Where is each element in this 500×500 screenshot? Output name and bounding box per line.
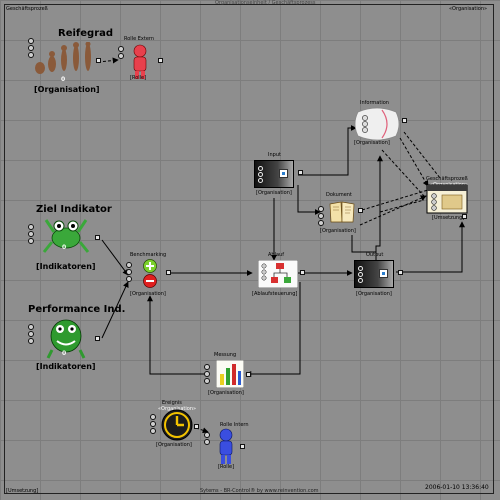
book-icon [329, 201, 355, 223]
ziel-port[interactable] [95, 235, 100, 240]
benchmarking-stereotype: [Organisation] [130, 291, 166, 297]
link-output-gp [396, 221, 465, 273]
ziel-indikator-title: Ziel Indikator [36, 204, 112, 215]
dokument-title: Dokument [326, 192, 352, 198]
messung-title: Messung [214, 352, 237, 358]
blue-person-icon [219, 428, 233, 464]
ereignis-title: Ereignis [162, 400, 182, 406]
dokument-stereotype: [Organisation] [320, 228, 356, 234]
messung-handles[interactable] [204, 364, 210, 385]
output-title: Output [366, 252, 384, 258]
performance-title: Performance Ind. [28, 304, 126, 315]
link-doku-gp-3 [379, 199, 425, 213]
benchmarking-handles[interactable] [126, 262, 132, 283]
bar-chart-icon [216, 360, 244, 388]
link-doku-gp-2 [361, 189, 429, 211]
window-top-right-tag: «Organisation» [449, 6, 488, 12]
link-perf-bench [101, 281, 129, 339]
information-title: Information [360, 100, 389, 106]
link-messung-bench [147, 295, 208, 375]
ziel-value: 0 [62, 244, 67, 251]
window-title: Geschäftsprozeß [6, 6, 48, 12]
timestamp: 2006-01-10 13:36:40 [425, 484, 489, 491]
red-person-icon [133, 44, 147, 79]
performance-stereotype: [Indikatoren] [36, 362, 96, 371]
performance-handles[interactable] [28, 324, 34, 345]
link-input-doku [297, 185, 321, 215]
plus-minus-icon [143, 259, 157, 288]
link-output-info [375, 155, 383, 260]
messung-port[interactable] [246, 372, 251, 377]
window-bottom-center: Sytems - BR-Control® by www.reinvention.… [200, 488, 319, 494]
performance-value: 0 [62, 350, 67, 357]
dokument-port[interactable] [358, 208, 363, 213]
output-port[interactable] [398, 270, 403, 275]
input-port[interactable] [298, 170, 303, 175]
rolle-intern-port[interactable] [240, 444, 245, 449]
green-frog-icon [42, 219, 90, 253]
information-port[interactable] [402, 118, 407, 123]
rolle-intern-caption: [Rolle] [218, 464, 235, 470]
ereignis-port[interactable] [194, 424, 199, 429]
reifegrad-port[interactable] [96, 58, 101, 63]
window-bottom-left-tag: [Umsetzung] [6, 488, 39, 494]
link-ablauf-messung [245, 282, 301, 377]
output-stereotype: [Organisation] [356, 291, 392, 297]
ziel-stereotype: [Indikatoren] [36, 262, 96, 271]
rolle-extern-port[interactable] [158, 58, 163, 63]
clock-icon [161, 409, 193, 441]
input-title: Input [268, 152, 281, 158]
rolle-intern-handles[interactable] [204, 432, 210, 446]
link-info-gp-2 [403, 131, 441, 179]
rolle-extern-caption: [Rolle] [130, 75, 147, 81]
diagram-frame [4, 4, 494, 494]
reifegrad-value: 0 [61, 76, 66, 83]
benchmarking-title: Benchmarking [130, 252, 167, 258]
evolution-figures-icon [35, 42, 91, 74]
window-top-center: Organisationseinheit / Geschäftsprozess [215, 0, 316, 6]
flowchart-icon [258, 260, 298, 288]
link-doku-output [351, 235, 376, 253]
performance-port[interactable] [95, 336, 100, 341]
messung-stereotype: [Organisation] [208, 390, 244, 396]
benchmarking-port[interactable] [166, 270, 171, 275]
ziel-handles[interactable] [28, 224, 34, 245]
ablauf-stereotype: [Ablaufsteuerung] [252, 291, 298, 297]
ablauf-title: Ablauf [268, 252, 284, 258]
reifegrad-stereotype: [Organisation] [34, 85, 100, 94]
input-stereotype: [Organisation] [256, 190, 292, 196]
reifegrad-title: Reifegrad [58, 28, 114, 39]
reifegrad-handles[interactable] [28, 38, 34, 59]
link-doku-gp [359, 195, 427, 226]
info-device-icon [354, 107, 400, 141]
rolle-intern-title: Rolle Intern [220, 422, 249, 428]
gp-title: Geschäftsprozeß [426, 176, 468, 182]
process-card-icon [426, 184, 468, 214]
link-input-info [298, 125, 357, 176]
link-ziel-bench [101, 239, 129, 276]
link-info-gp-3 [381, 149, 425, 197]
monitor-icon [254, 160, 294, 188]
link-reifegrad-rolle [97, 57, 119, 64]
gp-port[interactable] [462, 214, 467, 219]
ereignis-handles[interactable] [150, 414, 156, 435]
ereignis-tag: «Organisation» [158, 406, 197, 412]
ereignis-stereotype: [Organisation] [156, 442, 192, 448]
green-monster-icon [46, 319, 86, 359]
ablauf-port[interactable] [300, 270, 305, 275]
rolle-extern-handles[interactable] [118, 46, 124, 60]
dokument-handles[interactable] [318, 206, 324, 227]
link-info-gp [399, 137, 429, 187]
output-monitor-icon [354, 260, 394, 288]
information-stereotype: [Organisation] [354, 140, 390, 146]
gp-stereotype: [Umsetzung] [432, 215, 465, 221]
rolle-extern-title: Rolle Extern [124, 36, 155, 42]
